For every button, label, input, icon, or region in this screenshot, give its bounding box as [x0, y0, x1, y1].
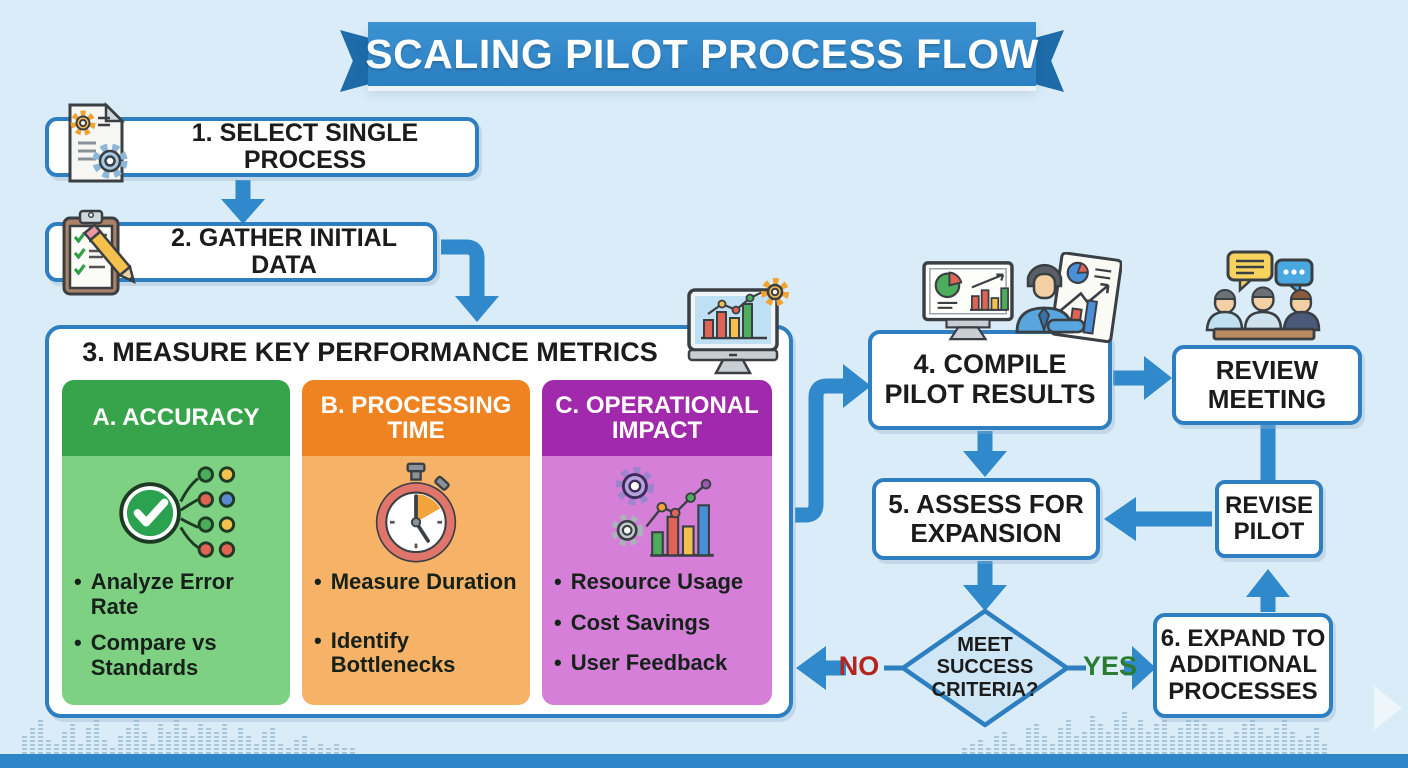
monitor-chart-gear-icon — [683, 276, 793, 378]
arrow-step3-step4 — [795, 364, 871, 523]
arrow-step6-revise — [1246, 569, 1290, 612]
arrow-step1-step2 — [221, 180, 265, 224]
operational-impact-column: C. OPERATIONAL IMPACT — [542, 380, 772, 705]
accuracy-column: A. ACCURACY Analyze Error Rate Co — [62, 380, 290, 705]
accuracy-body: Analyze Error Rate Compare vs Standards — [62, 456, 290, 705]
review-meeting-box: REVIEW MEETING — [1172, 345, 1362, 425]
decision-label: MEET SUCCESS CRITERIA? — [931, 634, 1039, 701]
step3-title: 3. MEASURE KEY PERFORMANCE METRICS — [82, 337, 658, 367]
gears-barchart-icon — [554, 460, 760, 566]
document-gear-icon — [50, 99, 142, 193]
checkmark-network-icon — [74, 460, 278, 566]
processing-time-column: B. PROCESSING TIME Measure Duration — [302, 380, 530, 705]
arrow-step2-step3 — [441, 239, 499, 322]
processing-time-bullet: Identify Bottlenecks — [314, 628, 518, 678]
step1-label: 1. SELECT SINGLE PROCESS — [191, 118, 419, 174]
step2-label: 2. GATHER INITIAL DATA — [171, 223, 397, 279]
revise-pilot-box: REVISE PILOT — [1215, 480, 1323, 558]
processing-time-header: B. PROCESSING TIME — [302, 380, 530, 456]
clipboard-pencil-icon — [52, 206, 142, 300]
page-title: SCALING PILOT PROCESS FLOW — [365, 30, 1039, 77]
bottom-bar — [0, 754, 1408, 768]
processing-time-body: Measure Duration Identify Bottlenecks — [302, 456, 530, 705]
watermark-arrow — [1374, 686, 1402, 730]
accuracy-header: A. ACCURACY — [62, 380, 290, 456]
step6-box: 6. EXPAND TO ADDITIONAL PROCESSES — [1153, 613, 1333, 718]
arrow-step4-step5 — [963, 431, 1007, 477]
arrow-revise-step5 — [1104, 497, 1212, 541]
accuracy-bullet: Analyze Error Rate — [74, 569, 278, 619]
operational-impact-body: Resource Usage Cost Savings User Feedbac… — [542, 456, 772, 705]
equalizer-decoration-right — [962, 710, 1327, 754]
step4-box: 4. COMPILE PILOT RESULTS — [868, 330, 1112, 430]
arrow-step4-review — [1113, 356, 1172, 400]
title-banner: SCALING PILOT PROCESS FLOW — [365, 22, 1039, 86]
step5-box: 5. ASSESS FOR EXPANSION — [872, 478, 1100, 560]
analyst-report-icon — [1014, 252, 1122, 346]
arrow-step5-decision — [963, 561, 1007, 611]
no-branch-label: NO — [838, 651, 880, 681]
yes-branch-label: YES — [1082, 651, 1138, 681]
accuracy-bullet: Compare vs Standards — [74, 630, 278, 680]
processing-time-bullet: Measure Duration — [314, 569, 518, 595]
team-meeting-icon — [1188, 250, 1338, 348]
operational-impact-bullet: Cost Savings — [554, 610, 760, 636]
monitor-analytics-icon — [918, 258, 1018, 344]
operational-impact-header: C. OPERATIONAL IMPACT — [542, 380, 772, 456]
equalizer-decoration-left — [22, 716, 355, 754]
stopwatch-icon — [314, 460, 518, 566]
operational-impact-bullet: User Feedback — [554, 651, 760, 676]
operational-impact-bullet: Resource Usage — [554, 569, 760, 595]
